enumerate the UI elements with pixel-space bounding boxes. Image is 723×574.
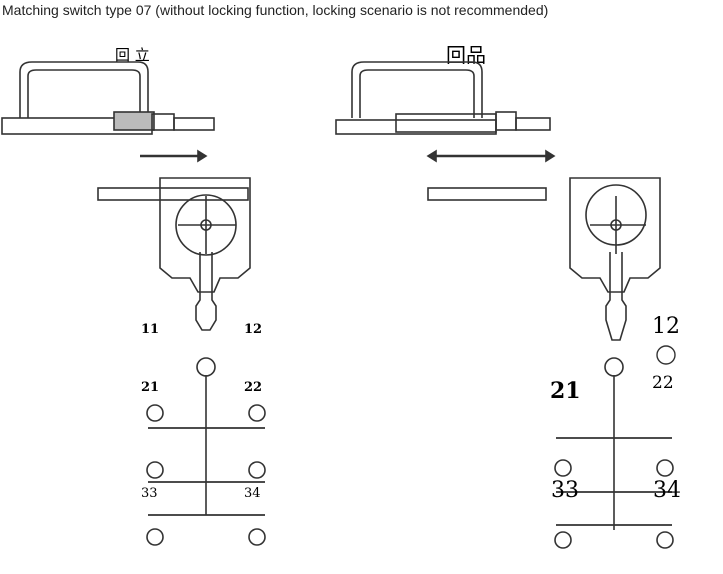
- left-label-21: 21: [141, 380, 160, 395]
- diagram-title: Matching switch type 07 (without locking…: [2, 2, 549, 18]
- left-arrow-right: [140, 149, 208, 163]
- left-label-11: 11: [141, 322, 160, 337]
- right-label-12: 12: [652, 314, 680, 339]
- right-label-33: 33: [551, 478, 579, 503]
- right-label-21: 21: [550, 378, 581, 404]
- left-label-33: 33: [141, 486, 158, 501]
- right-label-34: 34: [653, 478, 681, 503]
- right-label-22: 22: [652, 373, 674, 393]
- right-contact-diagram: [554, 345, 676, 549]
- left-label-12: 12: [244, 322, 263, 337]
- left-switch-body: [97, 177, 251, 331]
- left-lock-key: [1, 61, 215, 135]
- right-heading: 回品: [446, 43, 486, 67]
- left-label-22: 22: [244, 380, 263, 395]
- right-lock-key: [335, 61, 551, 135]
- right-arrow-both: [426, 149, 556, 163]
- left-label-34: 34: [244, 486, 261, 501]
- left-heading: 回 立: [115, 46, 150, 64]
- right-switch-body: [427, 177, 661, 341]
- left-contact-diagram: [146, 357, 266, 546]
